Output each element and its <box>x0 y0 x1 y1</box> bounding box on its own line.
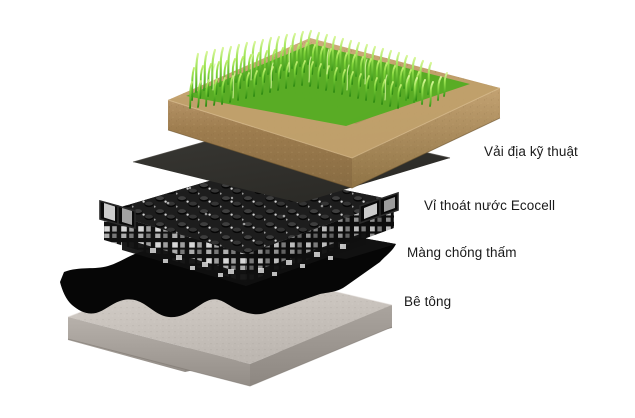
layer-grass-soil-slab <box>167 29 501 189</box>
label-geotextile: Vải địa kỹ thuật <box>484 144 578 159</box>
ecocell-left-frame <box>99 199 136 230</box>
label-membrane: Màng chống thấm <box>407 245 517 260</box>
label-concrete: Bê tông <box>404 294 452 309</box>
grass-blades <box>189 29 448 109</box>
ecocell-underside <box>122 232 366 286</box>
label-ecocell: Vỉ thoát nước Ecocell <box>424 198 556 213</box>
ecocell-top-highlights <box>166 182 324 226</box>
ecocell-right-frame <box>359 191 399 225</box>
